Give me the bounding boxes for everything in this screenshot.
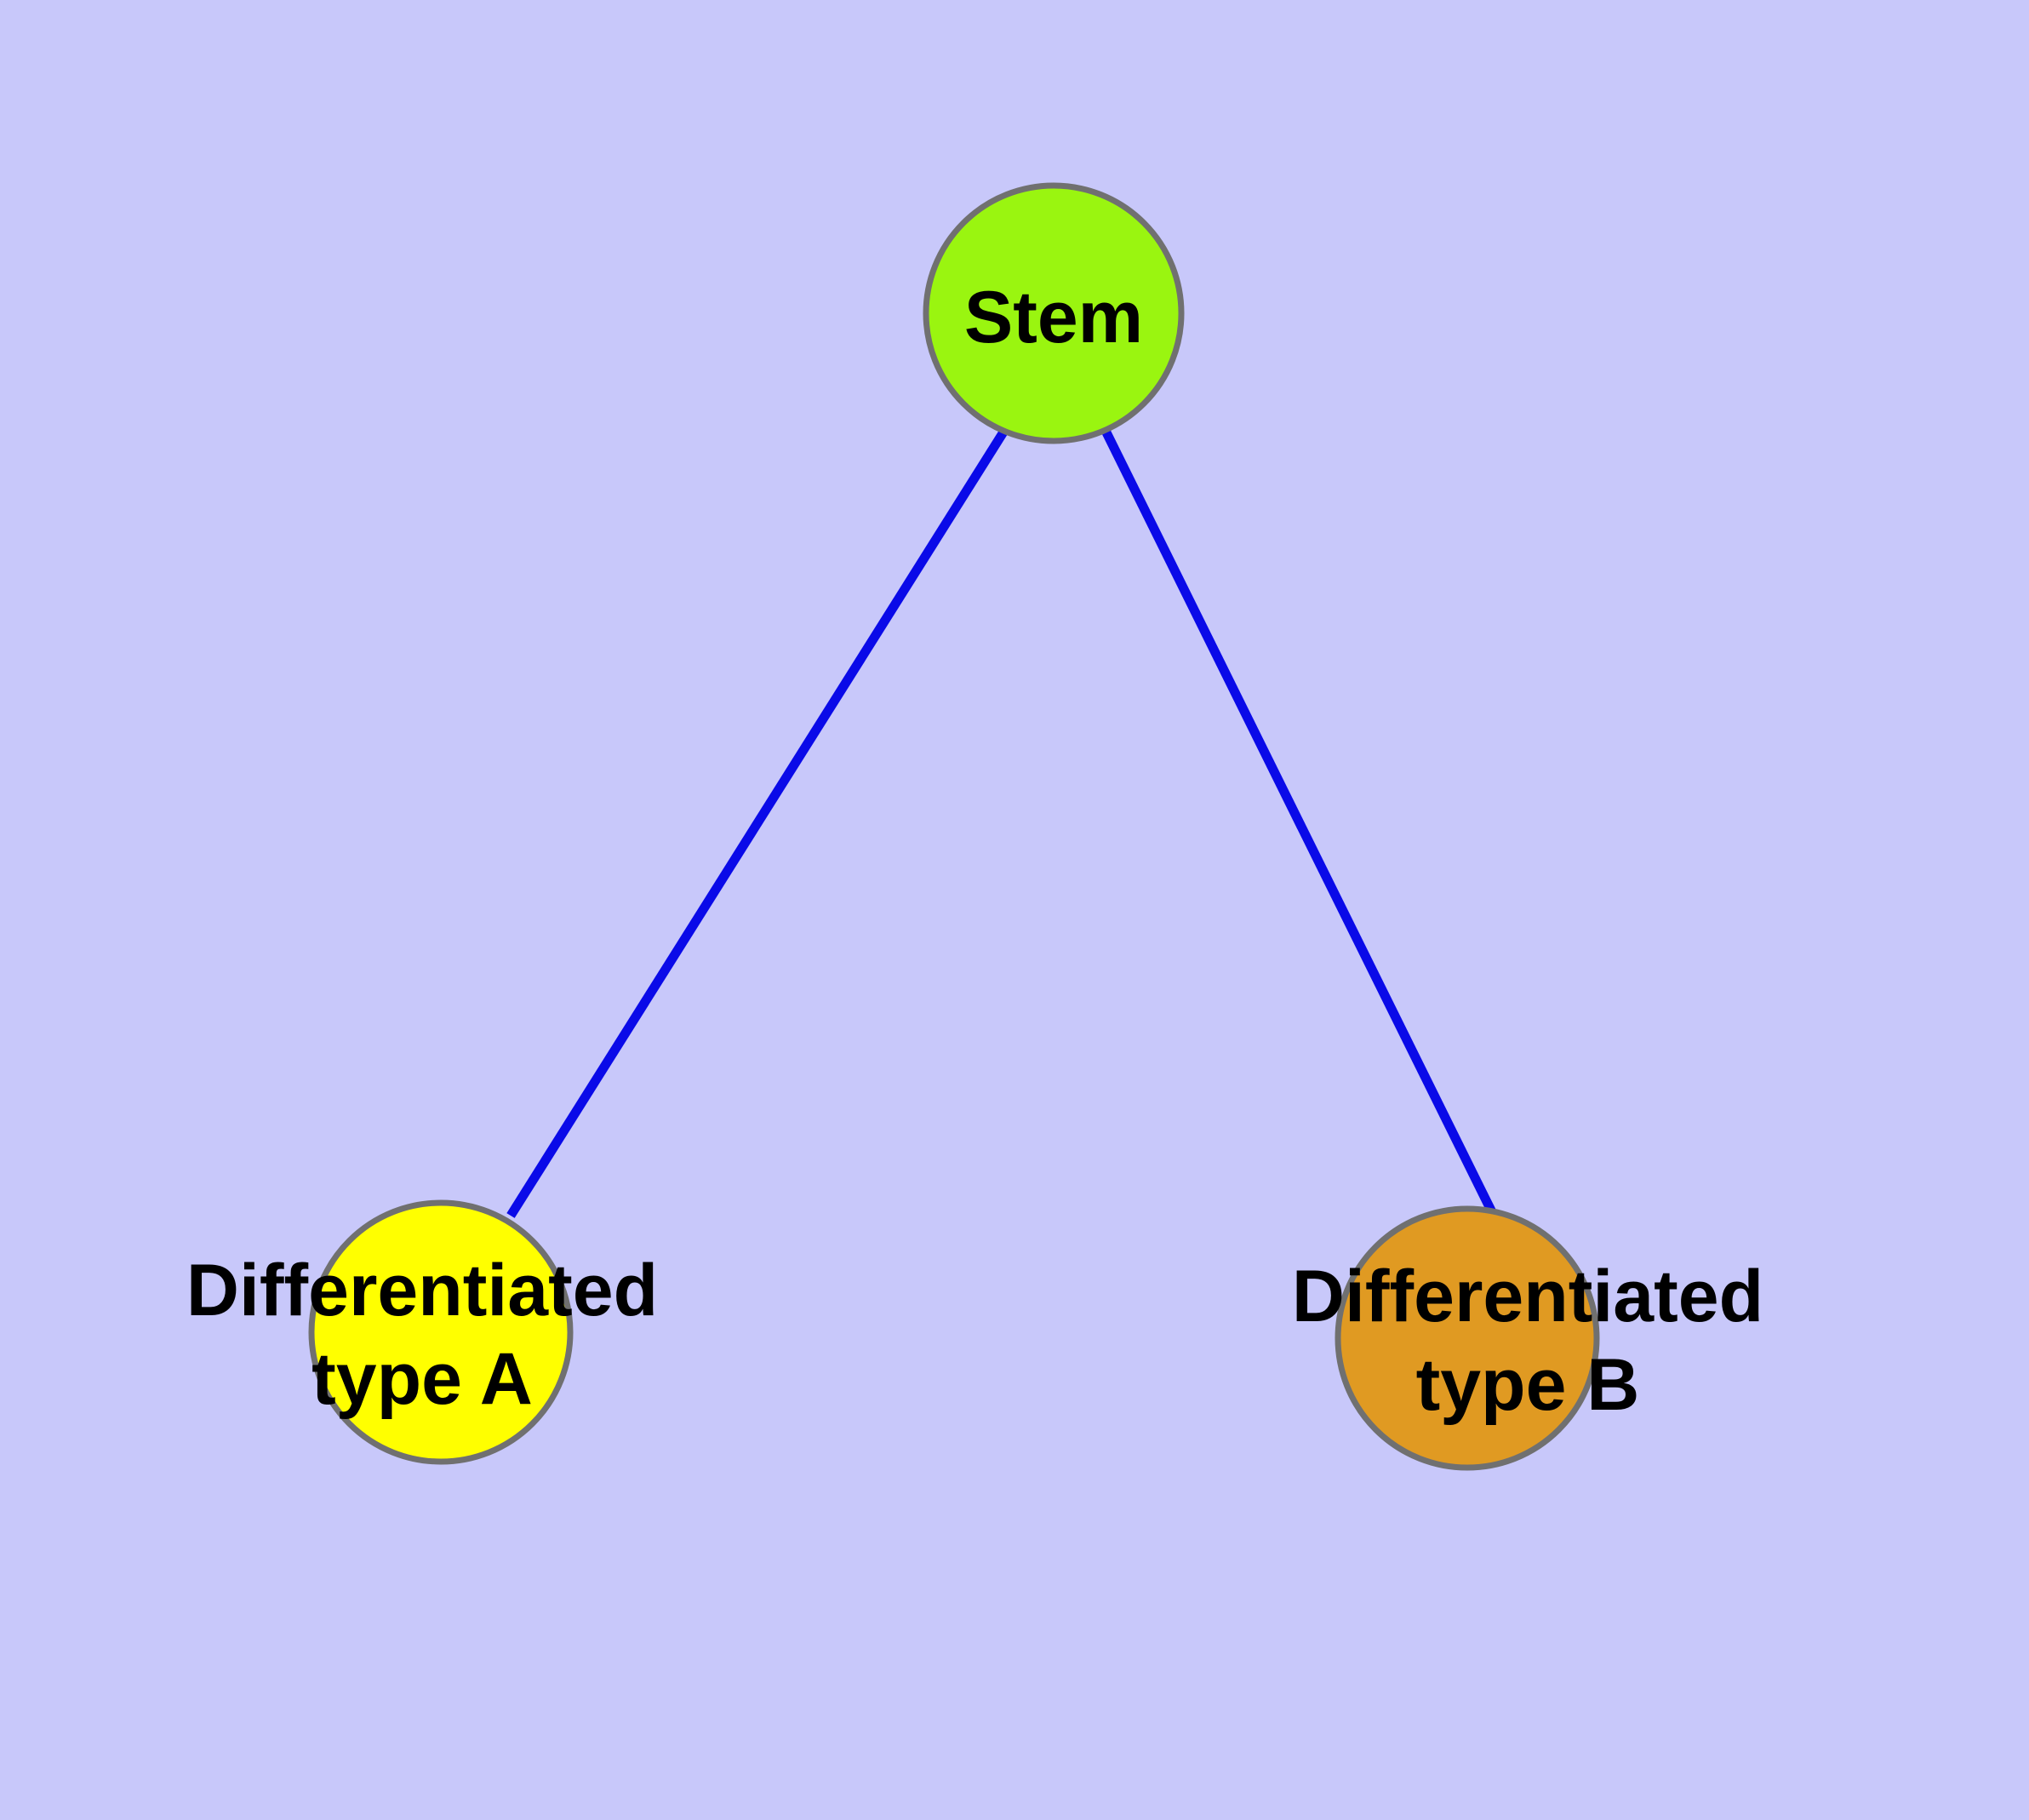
node-circle-diff-b[interactable] — [1335, 1205, 1600, 1471]
node-label-line1-diff-b: Differentiated — [1292, 1256, 1763, 1337]
edge-stem-to-diff-b[interactable] — [1102, 430, 1500, 1222]
node-label-line1-diff-a: Differentiated — [186, 1250, 658, 1331]
node-circle-diff-a[interactable] — [308, 1199, 574, 1465]
node-label-line2-diff-b: type B — [1416, 1344, 1640, 1426]
edge-stem-to-diff-a[interactable] — [506, 428, 1009, 1218]
node-circle-stem[interactable] — [923, 182, 1185, 444]
node-label-line2-diff-a: type A — [311, 1338, 533, 1420]
node-stem[interactable]: Stem — [923, 182, 1185, 444]
node-label-line1-stem: Stem — [964, 277, 1143, 358]
edges-layer — [506, 428, 1500, 1222]
